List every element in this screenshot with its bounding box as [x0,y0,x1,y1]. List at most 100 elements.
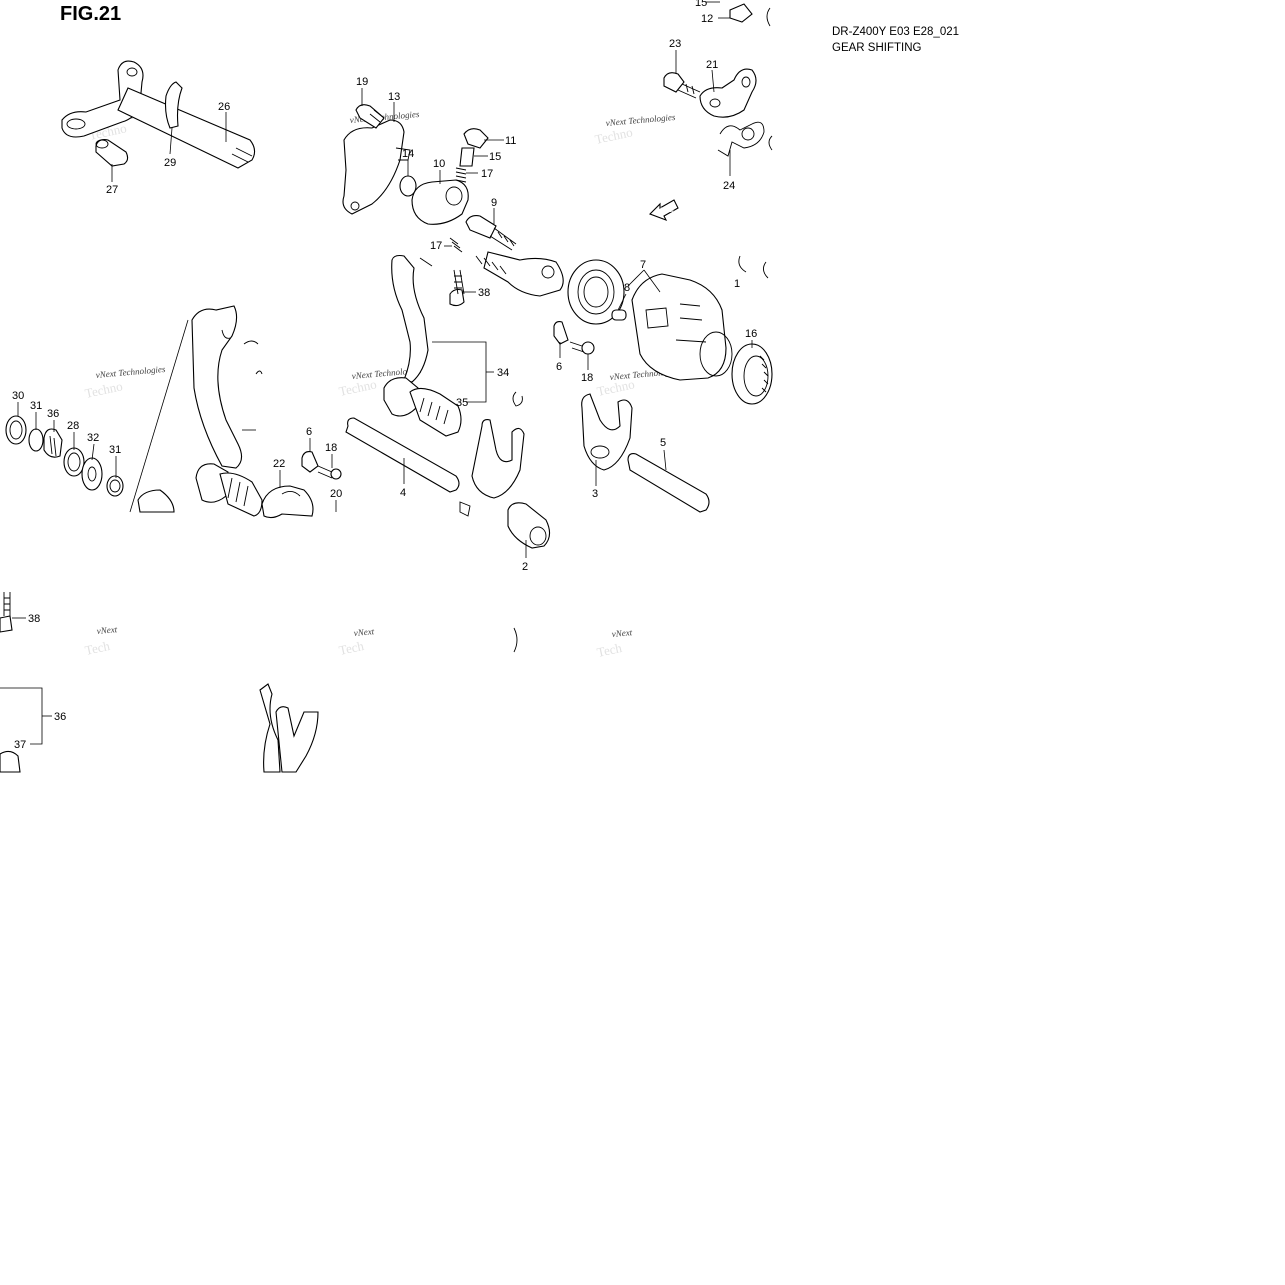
gear-fragment [137,489,175,513]
part-label-2: 2 [522,561,528,573]
spring-24 [717,121,765,157]
part-label-20: 20 [330,488,342,500]
shift-arm-plate [342,119,411,215]
watermark-ghost: Techno [594,124,634,147]
gearshift-shaft [61,60,256,169]
screw-18-lower [317,465,342,480]
part-label-15b: 15 [695,0,707,9]
edge-arc [766,7,771,27]
part-label-6b: 6 [306,426,312,438]
part-label-19: 19 [356,76,368,88]
watermark-text: vNext [353,626,375,638]
fork-shaft-4 [345,417,460,493]
part-label-17: 17 [481,168,493,180]
part-label-8: 8 [624,282,630,294]
part-label-31: 31 [30,400,42,412]
shift-cam-plate [699,68,757,118]
washer-6-upper [553,320,569,345]
part-label-7: 7 [640,259,646,271]
part-label-32: 32 [87,432,99,444]
part-label-12: 12 [701,13,713,25]
watermark-text: vNext [611,627,633,639]
spring [455,167,467,183]
part-label-10: 10 [433,158,445,170]
part-label-27: 27 [106,184,118,196]
watermark-text: vNext Technologies [95,364,166,380]
ring-fragment [513,627,518,653]
part-label-36: 36 [54,711,66,723]
bolt-38-lower [0,592,13,633]
washer-stack-left [5,415,124,497]
stopper-pin [95,139,129,167]
part-label-30: 30 [12,390,24,402]
lever-fragment-37 [0,750,21,773]
washer-6-lower [301,451,319,473]
fwd-label: FWD [660,208,674,214]
section-name: GEAR SHIFTING [832,42,922,54]
arm-bolt [355,104,385,129]
gearshift-cam [631,273,733,381]
watermark-text: vNext [96,624,118,636]
screw-18-upper [569,341,595,355]
lower-spring [449,237,463,253]
watermark-ghost: Tech [338,638,366,658]
part-label-11: 11 [505,135,516,147]
cam-stopper [411,179,469,225]
part-label-16: 16 [745,328,757,340]
part-label-37: 37 [14,739,26,751]
part-label-6: 6 [556,361,562,373]
plunger-cap [463,128,489,149]
part-label-18: 18 [581,372,593,384]
part-label-5: 5 [660,437,666,449]
watermark-text: vNext Technologies [605,112,676,128]
cam-bolt [465,215,517,251]
watermark-ghost: Tech [84,638,112,658]
part-drawings: FWD [0,3,773,773]
cam-drum [475,251,564,297]
part-label-33: 36 [47,408,59,420]
part-label-18b: 18 [325,442,337,454]
figure-title: FIG.21 [60,3,122,25]
pin-8 [611,309,627,321]
bolt-23 [663,72,701,99]
part-label-14: 14 [402,148,414,160]
fork-fragment-2 [275,706,319,773]
fragment-a [255,370,263,375]
part-label-26: 26 [218,101,230,113]
part-label-38: 38 [478,287,490,299]
part-label-29: 29 [164,157,176,169]
part-label-31b: 31 [109,444,121,456]
bearing-right [731,343,773,405]
part-label-35: 35 [456,397,468,409]
part-label-21: 21 [706,59,718,71]
plunger [459,147,475,167]
bearing-left [567,259,625,325]
part-label-13: 13 [388,91,400,103]
leader-lines [0,1,753,745]
figure-info: DR-Z400Y E03 E28_021 GEAR SHIFTING [832,24,959,56]
part-label-4: 4 [400,487,406,499]
part-1-fragment [738,255,769,279]
part-label-9: 9 [491,197,497,209]
part-label-1: 1 [734,278,740,290]
edge-arc-2 [768,135,773,151]
model-code: DR-Z400Y E03 E28_021 [832,26,960,38]
shift-fork-2 [459,419,551,549]
shift-fork-3 [581,393,633,471]
circlip-25 [512,391,523,407]
part-label-28: 28 [67,420,79,432]
watermark-ghost: Techno [84,378,124,401]
part-label-17b: 17 [430,240,442,252]
bolt-38-upper [449,269,465,307]
gearshift-lever-lower [191,305,263,517]
pawl-12 [729,3,753,23]
part-label-38b: 38 [28,613,40,625]
part-label-34: 34 [497,367,509,379]
part-number-labels: 26 29 27 19 13 14 10 11 15 17 9 17 38 23… [12,0,757,751]
part-label-23: 23 [669,38,681,50]
part-label-24: 24 [723,180,735,192]
part-label-3: 3 [592,488,598,500]
part-label-22: 22 [273,458,285,470]
fork-shaft-5 [627,453,710,513]
